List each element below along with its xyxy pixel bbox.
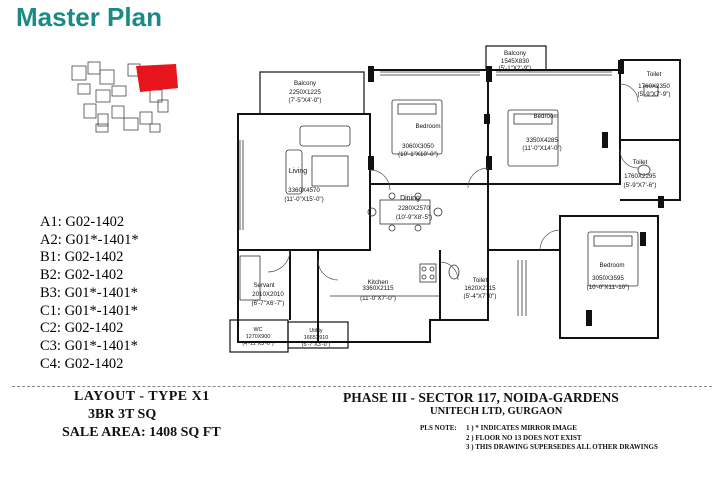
room-kitchen-name: Kitchen bbox=[368, 279, 389, 286]
room-bedroom1-name: Bedroom bbox=[415, 123, 440, 130]
room-bedroom3-dim: 3050X3595 bbox=[592, 275, 624, 282]
windows bbox=[239, 71, 612, 316]
note-item: 3 ) THIS DRAWING SUPERSEDES ALL OTHER DR… bbox=[466, 443, 658, 451]
room-utility-name: Utility bbox=[309, 328, 322, 334]
unit-list: A1: G02-1402 A2: G01*-1401* B1: G02-1402… bbox=[40, 214, 139, 373]
room-servant-ft: (6'-7"X6'-7") bbox=[252, 300, 285, 307]
room-toilet1-ft: (5'-9"X7'-9") bbox=[638, 91, 671, 98]
room-kitchen-ft: (11'-0"X7'-0") bbox=[360, 295, 396, 302]
room-living-name: Living bbox=[289, 168, 307, 175]
room-toilet2-dim: 1760X2295 bbox=[624, 173, 656, 180]
unit-list-item: B1: G02-1402 bbox=[40, 249, 124, 266]
unit-list-item: A2: G01*-1401* bbox=[40, 231, 139, 248]
unit-list-item: B2: G02-1402 bbox=[40, 267, 124, 284]
notes: PLS NOTE: 1 ) * INDICATES MIRROR IMAGE 2… bbox=[420, 424, 658, 453]
room-bedroom2-dim: 3350X4285 bbox=[526, 137, 558, 144]
notes-label: PLS NOTE: bbox=[420, 424, 457, 432]
room-toilet1-name: Toilet bbox=[647, 71, 662, 78]
walls bbox=[229, 45, 681, 353]
room-dining-ft: (10'-9"X8'-5") bbox=[396, 214, 432, 221]
note-item: 1 ) * INDICATES MIRROR IMAGE bbox=[466, 424, 577, 432]
unit-list-item: C4: G02-1402 bbox=[40, 355, 124, 372]
room-toilet3-ft: (5'-4"X7'-0") bbox=[464, 293, 497, 300]
company-name: UNITECH LTD, GURGAON bbox=[430, 406, 563, 417]
layout-info: LAYOUT - TYPE X1 3BR 3T SQ SALE AREA: 14… bbox=[58, 389, 288, 441]
room-bedroom3-name: Bedroom bbox=[599, 262, 624, 269]
room-dining-dim: 2280X2570 bbox=[398, 205, 430, 212]
room-toilet3-dim: 1620X2115 bbox=[464, 285, 496, 292]
note-item: 2 ) FLOOR NO 13 DOES NOT EXIST bbox=[466, 433, 582, 442]
sale-area: SALE AREA: 1408 SQ FT bbox=[62, 425, 221, 440]
room-balcony-top-ft: (5'-1"X2'-9") bbox=[499, 65, 532, 72]
room-balcony-top-dim: 1545X830 bbox=[501, 58, 530, 65]
unit-list-item: C1: G01*-1401* bbox=[40, 302, 138, 319]
room-servant-name: Servant bbox=[253, 282, 275, 289]
room-balcony-top-name: Balcony bbox=[504, 50, 527, 57]
unit-list-item: C2: G02-1402 bbox=[40, 320, 124, 337]
room-living-dim: 3360X4570 bbox=[288, 187, 320, 194]
room-utility-ft: (5'-7"X3'-0") bbox=[302, 342, 331, 348]
layout-config: 3BR 3T SQ bbox=[88, 407, 157, 422]
unit-list-item: B3: G01*-1401* bbox=[40, 284, 138, 301]
highlighted-unit bbox=[136, 64, 178, 92]
unit-list-item: C3: G01*-1401* bbox=[40, 337, 138, 354]
room-balcony-left-ft: (7'-5"X4'-0") bbox=[289, 97, 322, 104]
room-toilet2-ft: (5'-9"X7'-6") bbox=[624, 182, 657, 189]
room-wc-dim: 1270X900 bbox=[246, 334, 271, 340]
room-wc-ft: (4'-11"X3'-0") bbox=[242, 341, 273, 347]
layout-type: LAYOUT - TYPE X1 bbox=[74, 389, 210, 404]
key-plan bbox=[71, 61, 169, 133]
project-phase: PHASE III - SECTOR 117, NOIDA-GARDENS bbox=[343, 390, 619, 405]
page-title: Master Plan bbox=[16, 2, 162, 32]
room-bedroom2-ft: (11'-0"X14'-0") bbox=[522, 145, 561, 152]
room-kitchen-dim: 3360X2115 bbox=[362, 285, 394, 292]
room-dining-name: Dining bbox=[400, 195, 420, 202]
columns bbox=[368, 60, 664, 326]
unit-list-item: A1: G02-1402 bbox=[40, 214, 125, 230]
room-bedroom1-ft: (10'-1"X10'-0") bbox=[398, 151, 438, 158]
room-toilet2-name: Toilet bbox=[633, 159, 648, 166]
room-bedroom3-ft: (10'-0"X11'-10") bbox=[587, 284, 630, 291]
section-divider bbox=[12, 386, 712, 387]
room-bedroom2-name: Bedroom bbox=[533, 113, 558, 120]
room-servant-dim: 2010X2010 bbox=[252, 291, 284, 298]
room-living-ft: (11'-0"X15'-0") bbox=[284, 196, 323, 203]
room-bedroom1-dim: 3060X3050 bbox=[402, 143, 434, 150]
room-wc-name: WC bbox=[254, 327, 263, 333]
furniture bbox=[239, 85, 659, 301]
doors bbox=[267, 83, 639, 281]
room-balcony-left-dim: 2250X1225 bbox=[289, 89, 321, 96]
room-toilet3-name: Toilet bbox=[473, 277, 488, 284]
room-utility-dim: 1665X910 bbox=[304, 335, 329, 341]
room-balcony-left-name: Balcony bbox=[294, 80, 317, 87]
room-toilet1-dim: 1760X2350 bbox=[638, 83, 670, 90]
